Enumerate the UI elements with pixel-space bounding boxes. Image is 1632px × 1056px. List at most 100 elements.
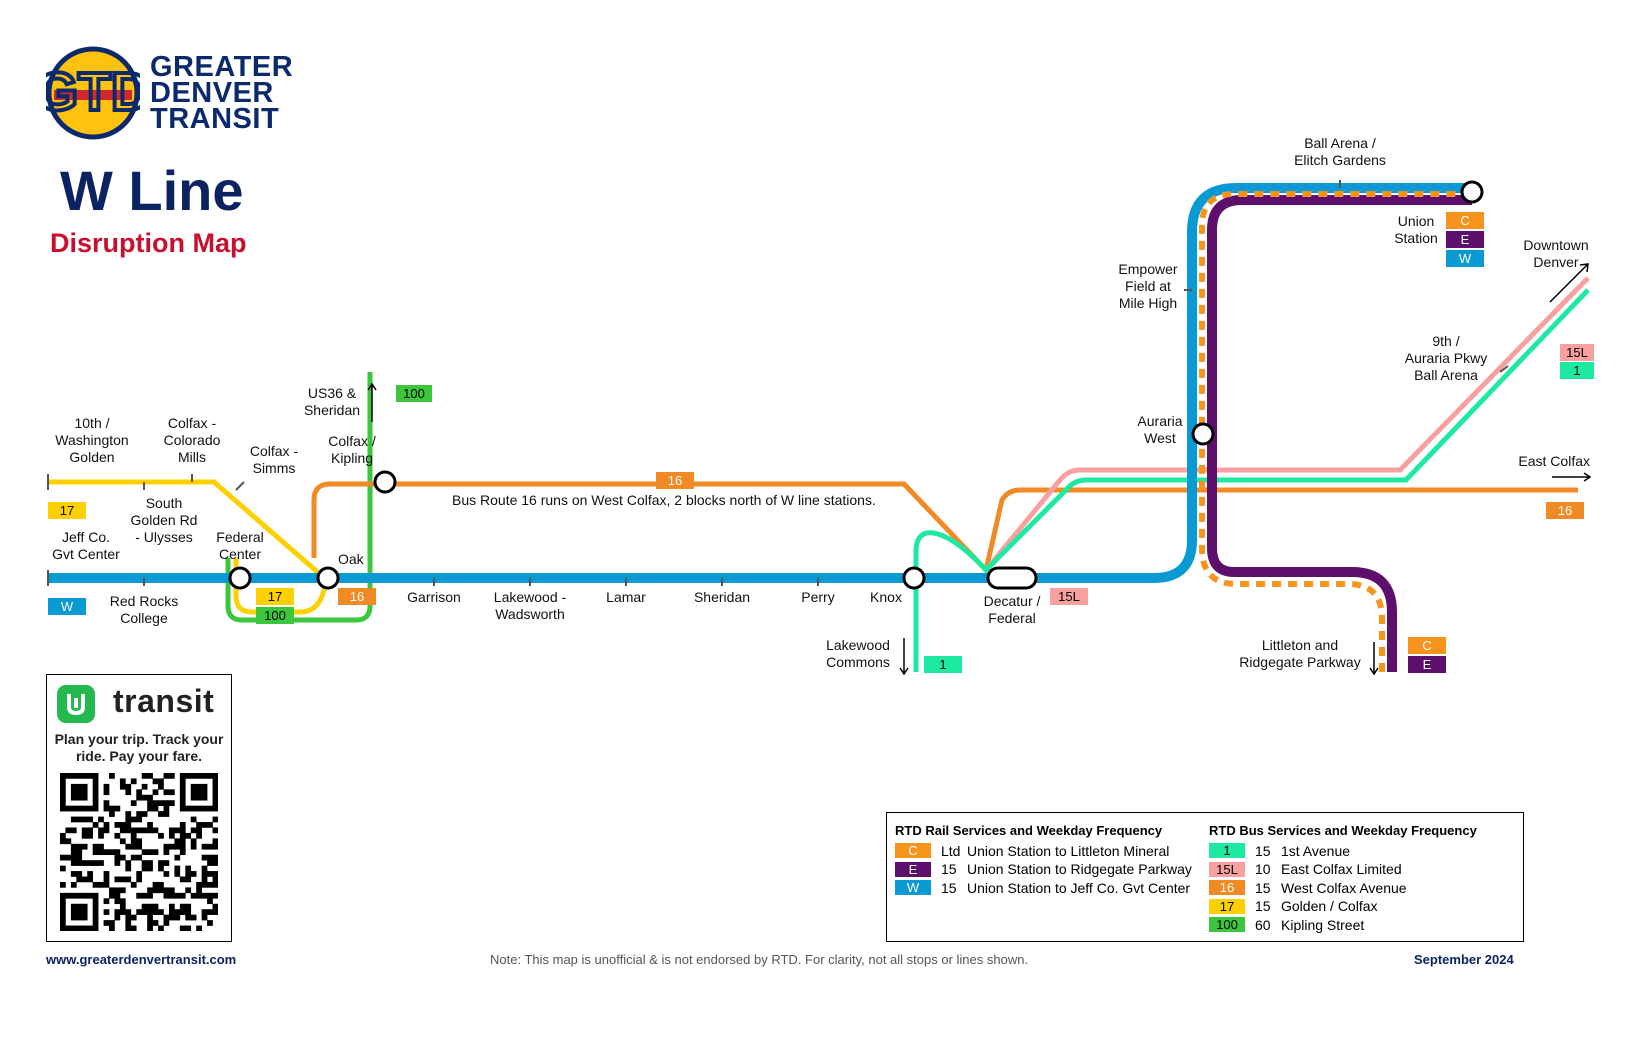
- arrow-down-icon: [899, 638, 909, 676]
- legend: RTD Rail Services and Weekday Frequency …: [886, 812, 1524, 942]
- station-label-lakewood-wadsworth[interactable]: Lakewood -Wadsworth: [494, 589, 567, 622]
- brand-line2: DENVER: [150, 77, 274, 109]
- station-label-perry[interactable]: Perry: [801, 589, 834, 605]
- route-16-line: [311, 481, 1578, 576]
- legend-description: Golden / Colfax: [1281, 898, 1378, 914]
- station-marker-federal-center[interactable]: [228, 566, 252, 590]
- station-marker-knox[interactable]: [902, 566, 926, 590]
- qr-code-icon[interactable]: [60, 773, 218, 931]
- route-badge-e-littleton: E: [1423, 657, 1432, 672]
- route-badge-100-kipling: 100: [403, 386, 425, 401]
- badge-bg-w-jeffco: [48, 598, 86, 615]
- badge-bg-c-littleton: [1408, 637, 1446, 654]
- badge-bg-e-littleton: [1408, 656, 1446, 673]
- badge-bg-e-union: [1446, 231, 1484, 248]
- route-badge-1-lakewood: 1: [939, 657, 946, 672]
- route-badge-1-downtown: 1: [1573, 363, 1580, 378]
- badge-bg-16-oak: [338, 588, 376, 605]
- station-label-us36-sheridan[interactable]: US36 &Sheridan: [304, 385, 360, 418]
- legend-description: West Colfax Avenue: [1281, 879, 1407, 896]
- brand-line3: TRANSIT: [150, 103, 280, 135]
- route-15L-line: [984, 276, 1590, 572]
- station-marker-decatur-federal[interactable]: [986, 566, 1038, 590]
- route-badge-e-union: E: [1461, 232, 1470, 247]
- w-line: [48, 183, 1472, 583]
- badge-bg-15L-downtown: [1560, 344, 1594, 361]
- transit-app-panel[interactable]: transit Plan your trip. Track your ride.…: [46, 674, 232, 942]
- route-badge-16-east: 16: [1558, 503, 1572, 518]
- station-label-colfax-kipling[interactable]: Colfax /Kipling: [328, 433, 376, 466]
- route-badge-c-littleton: C: [1422, 638, 1431, 653]
- page-subtitle: Disruption Map: [50, 228, 247, 258]
- route-16-note: Bus Route 16 runs on West Colfax, 2 bloc…: [452, 492, 876, 508]
- website-link[interactable]: www.greaterdenvertransit.com: [46, 952, 237, 967]
- legend-description: Union Station to Ridgegate Parkway: [967, 861, 1192, 877]
- legend-frequency: 15: [1255, 842, 1271, 859]
- route-badge-17-federal: 17: [268, 589, 282, 604]
- transit-tagline: Plan your trip. Track your ride. Pay you…: [54, 731, 224, 764]
- legend-route-badge: 100: [1209, 917, 1245, 932]
- station-label-sheridan[interactable]: Sheridan: [694, 589, 750, 605]
- legend-frequency: 10: [1255, 861, 1271, 877]
- arrows: [367, 263, 1592, 676]
- badge-bg-w-union: [1446, 250, 1484, 267]
- legend-frequency: 15: [1255, 898, 1271, 914]
- station-label-colfax-simms[interactable]: Colfax -Simms: [250, 443, 299, 476]
- station-label-east-colfax[interactable]: East Colfax: [1518, 453, 1590, 469]
- station-label-ball-arena-elitch[interactable]: Ball Arena /Elitch Gardens: [1294, 135, 1386, 168]
- station-marker-auraria-west[interactable]: [1191, 422, 1215, 446]
- badge-bg-16-east: [1546, 502, 1584, 519]
- gdt-logo: GTD: [46, 46, 140, 140]
- arrow-up-right-icon: [1549, 263, 1589, 303]
- legend-description: Union Station to Littleton Mineral: [967, 842, 1170, 859]
- legend-frequency: 15: [941, 861, 957, 877]
- badge-bg-17-west: [48, 502, 86, 519]
- station-label-jeffco[interactable]: Jeff Co.Gvt Center: [52, 529, 120, 562]
- arrow-right-icon: [1552, 472, 1592, 482]
- legend-frequency: 15: [941, 879, 957, 896]
- station-label-lamar[interactable]: Lamar: [606, 589, 646, 605]
- station-label-oak[interactable]: Oak: [338, 551, 365, 567]
- route-badge-15L-decatur: 15L: [1058, 589, 1080, 604]
- station-label-garrison[interactable]: Garrison: [407, 589, 461, 605]
- c-line: [1199, 191, 1472, 672]
- bus-legend-header: RTD Bus Services and Weekday Frequency: [1209, 823, 1477, 838]
- route-badge-c-union: C: [1460, 213, 1469, 228]
- route-badge-w-jeffco: W: [61, 599, 74, 614]
- arrow-down-icon: [1369, 642, 1379, 676]
- brand-wordmark: GREATER DENVER TRANSIT: [150, 51, 294, 135]
- route-100-line: [225, 372, 373, 623]
- station-label-knox[interactable]: Knox: [870, 589, 902, 605]
- station-marker-oak[interactable]: [316, 566, 340, 590]
- legend-route-badge: W: [895, 880, 931, 895]
- badge-bg-100-federal: [256, 607, 294, 624]
- brand-line1: GREATER: [150, 51, 294, 83]
- legend-route-badge: 15L: [1209, 861, 1245, 877]
- legend-route-badge: E: [895, 861, 931, 877]
- station-marker-union-station[interactable]: [1460, 180, 1484, 204]
- route-badge-16-colfax: 16: [668, 473, 682, 488]
- route-badge-16-oak: 16: [350, 589, 364, 604]
- station-label-decatur-federal[interactable]: Decatur /Federal: [984, 593, 1041, 626]
- svg-text:GTD: GTD: [46, 62, 140, 122]
- station-marker-colfax-kipling[interactable]: [373, 470, 397, 494]
